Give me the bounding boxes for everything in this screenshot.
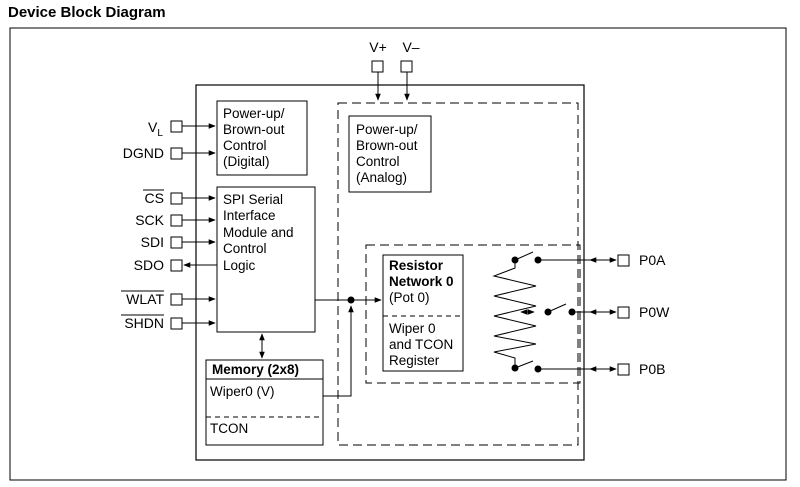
sdo-pin: SDO: [134, 257, 217, 273]
chip-body: [195, 84, 585, 461]
p0a-pin: P0A: [589, 252, 666, 268]
por-digital-line4: (Digital): [223, 154, 270, 169]
memory-tcon: TCON: [210, 421, 248, 436]
spi-line4: Control: [223, 241, 267, 256]
vl-label: VL: [148, 119, 163, 139]
sdi-label: SDI: [141, 234, 164, 250]
p0w-label: P0W: [639, 304, 670, 320]
resistor-region: [365, 244, 581, 384]
diagram-title: Device Block Diagram: [8, 4, 166, 21]
spi-block: SPI Serial Interface Module and Control …: [216, 186, 316, 333]
wlat-label: WLAT: [126, 291, 164, 307]
vminus-label: V–: [402, 39, 419, 55]
sdi-pin: SDI: [141, 234, 216, 250]
memory-wiper0: Wiper0 (V): [210, 384, 275, 399]
outer-frame: [9, 27, 787, 481]
por-analog-line4: (Analog): [356, 170, 407, 185]
shdn-label: SHDN: [124, 315, 164, 331]
wlat-pin: WLAT: [121, 290, 216, 307]
resistor-reg2: and TCON: [389, 337, 453, 352]
spi-line1: SPI Serial: [223, 192, 283, 207]
vminus-pin: V–: [400, 39, 420, 101]
por-analog-line1: Power-up/: [356, 122, 418, 137]
por-digital-block: Power-up/ Brown-out Control (Digital): [216, 100, 308, 176]
p0b-label: P0B: [639, 361, 665, 377]
por-analog-line3: Control: [356, 154, 400, 169]
por-digital-line1: Power-up/: [223, 106, 285, 121]
resistor-ladder: [492, 251, 590, 373]
spi-line5: Logic: [223, 258, 256, 273]
por-analog-block: Power-up/ Brown-out Control (Analog): [348, 115, 432, 193]
dgnd-label: DGND: [123, 145, 164, 161]
resistor-title1: Resistor: [389, 258, 444, 273]
resistor-reg3: Register: [389, 353, 440, 368]
spi-line2: Interface: [223, 208, 276, 223]
vplus-pin: V+: [369, 39, 387, 101]
sdo-label: SDO: [134, 257, 164, 273]
dgnd-pin: DGND: [123, 145, 216, 161]
p0w-pin: P0W: [589, 304, 670, 320]
cs-label: CS: [145, 190, 164, 206]
resistor-title3: (Pot 0): [389, 290, 430, 305]
resistor-network-block: Resistor Network 0 (Pot 0) Wiper 0 and T…: [382, 254, 464, 372]
sck-pin: SCK: [135, 212, 216, 228]
sck-label: SCK: [135, 212, 164, 228]
por-analog-line2: Brown-out: [356, 138, 418, 153]
vplus-label: V+: [369, 39, 387, 55]
vl-pin: VL: [148, 119, 216, 139]
p0b-pin: P0B: [589, 361, 665, 377]
memory-block: Memory (2x8) Wiper0 (V) TCON: [205, 359, 324, 446]
analog-region: [337, 102, 579, 446]
shdn-pin: SHDN: [121, 314, 216, 331]
spi-line3: Module and: [223, 225, 294, 240]
resistor-reg1: Wiper 0: [389, 321, 436, 336]
por-digital-line2: Brown-out: [223, 122, 285, 137]
memory-junction-link: [323, 305, 354, 397]
por-digital-line3: Control: [223, 138, 267, 153]
memory-title: Memory (2x8): [212, 362, 299, 377]
junction-dot: [347, 296, 355, 304]
resistor-title2: Network 0: [389, 274, 454, 289]
cs-pin: CS: [143, 189, 216, 206]
p0a-label: P0A: [639, 252, 666, 268]
